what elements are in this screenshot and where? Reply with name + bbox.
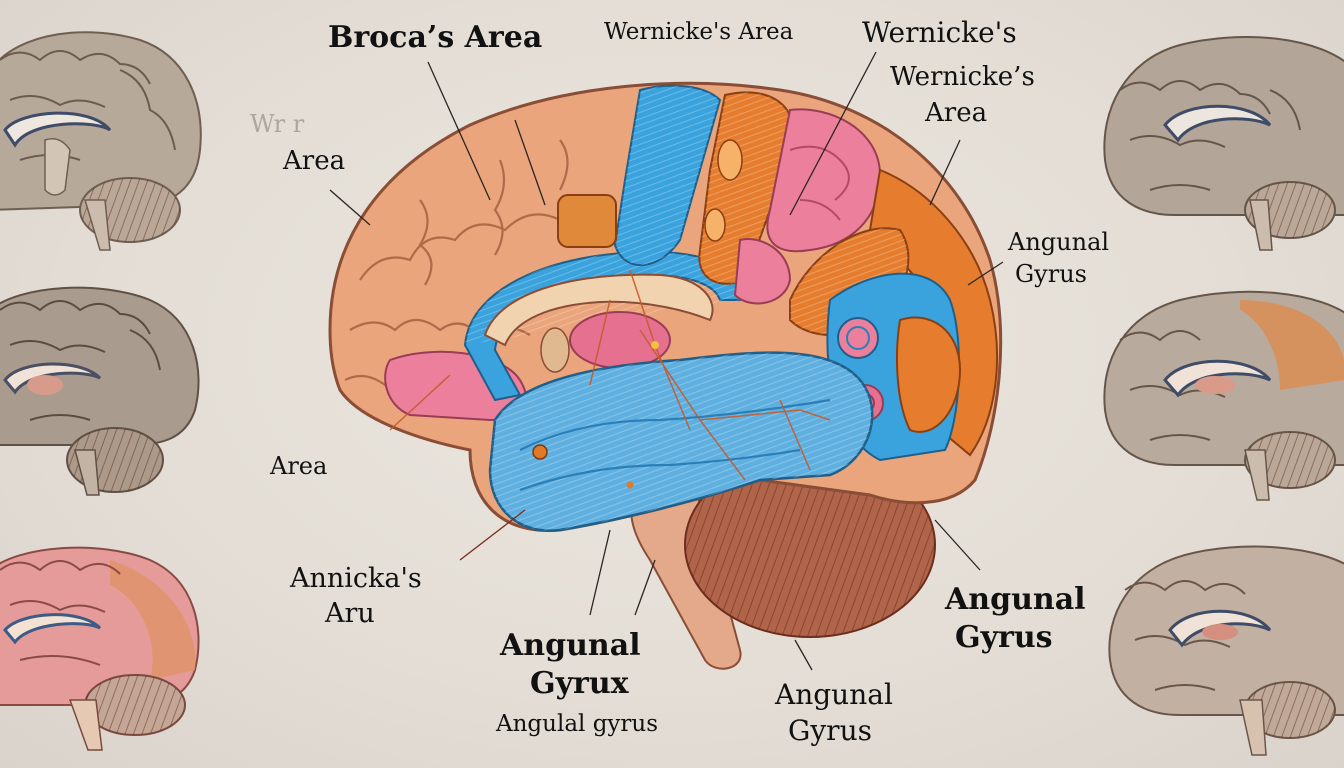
label-angunal-gyrux-2: Gyrux	[530, 666, 629, 701]
label-wernickes-stack-1: Wernicke’s	[890, 62, 1035, 92]
side-brain-left-top	[0, 31, 202, 251]
label-angunal-bigright-2: Gyrus	[955, 620, 1053, 655]
side-brain-left-bottom	[0, 546, 200, 751]
label-wernickes-stack-2: Area	[925, 98, 988, 128]
label-angunal-gyrux-1: Angunal	[500, 628, 641, 663]
corpus-callosum	[483, 273, 714, 347]
label-brocas-area: Broca’s Area	[328, 20, 543, 55]
side-brain-right-top	[1103, 36, 1344, 251]
leader-lines	[329, 51, 1004, 671]
label-area-left-lower: Area	[270, 452, 328, 480]
label-wernickes-upper: Wernicke's	[862, 16, 1017, 49]
label-angunal-right-2: Gyrus	[1015, 260, 1087, 288]
label-area-left-upper: Area	[283, 146, 346, 176]
side-brain-left-middle	[0, 286, 200, 496]
label-angulal-gyrus-small: Angulal gyrus	[496, 711, 659, 737]
label-angunal-right-1: Angunal	[1008, 228, 1110, 256]
label-annickas-2: Aru	[325, 598, 375, 629]
side-brain-right-bottom	[1108, 545, 1344, 756]
label-angunal-bigright-1: Angunal	[945, 582, 1086, 617]
label-angunal-bottom-1: Angunal	[775, 678, 893, 711]
thalamus	[569, 311, 671, 369]
orange-block	[557, 194, 617, 248]
label-angunal-bottom-2: Gyrus	[788, 714, 872, 747]
label-wernickes-area-top: Wernicke's Area	[604, 19, 794, 45]
side-brain-right-middle	[1103, 290, 1344, 501]
label-ghost-text: Wr r	[250, 110, 305, 138]
label-annickas-1: Annicka's	[290, 563, 422, 594]
pink-parietal-region	[766, 108, 882, 253]
central-brain	[328, 81, 1003, 670]
